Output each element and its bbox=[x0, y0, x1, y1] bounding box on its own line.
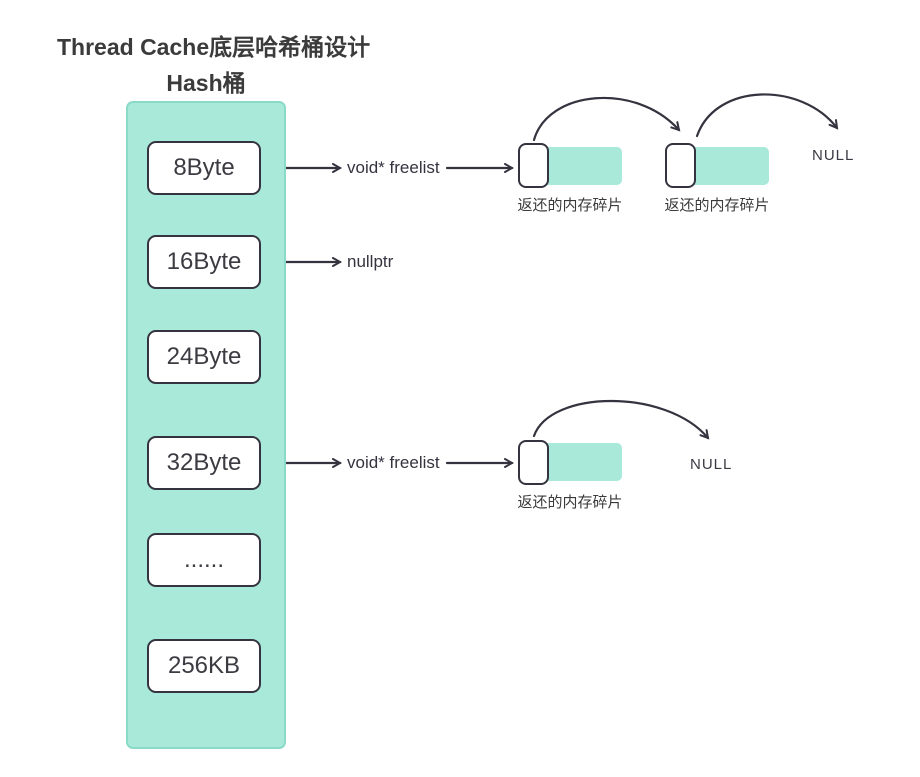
bucket-slot-256kb: 256KB bbox=[147, 639, 261, 693]
freelist-label-8byte: void* freelist bbox=[347, 158, 440, 177]
freelist-label-32byte: void* freelist bbox=[347, 453, 440, 472]
nullptr-label-16byte: nullptr bbox=[347, 252, 394, 271]
chunk1-pointer-box bbox=[518, 143, 549, 188]
null-terminator-row2: NULL bbox=[690, 456, 733, 473]
arc-chunk3-to-null bbox=[532, 399, 710, 440]
chunk2-pointer-box bbox=[665, 143, 696, 188]
bucket-slot-8byte: 8Byte bbox=[147, 141, 261, 195]
chunk3-memory-block bbox=[540, 443, 622, 481]
bucket-slot-16byte: 16Byte bbox=[147, 235, 261, 289]
null-terminator-row1: NULL bbox=[812, 147, 855, 164]
chunk3-pointer-box bbox=[518, 440, 549, 485]
chunk3-label: 返还的内存碎片 bbox=[517, 494, 623, 511]
chunk1-memory-block bbox=[540, 147, 622, 185]
arc-chunk1-to-chunk2 bbox=[532, 96, 681, 142]
chunk2-label: 返还的内存碎片 bbox=[664, 197, 770, 214]
bucket-slot-ellipsis: ...... bbox=[147, 533, 261, 587]
bucket-slot-24byte: 24Byte bbox=[147, 330, 261, 384]
hash-bucket-label: Hash桶 bbox=[166, 70, 246, 96]
bucket-slot-32byte: 32Byte bbox=[147, 436, 261, 490]
chunk2-memory-block bbox=[687, 147, 769, 185]
chunk1-label: 返还的内存碎片 bbox=[517, 197, 623, 214]
diagram-title: Thread Cache底层哈希桶设计 bbox=[57, 34, 371, 60]
arc-chunk2-to-null bbox=[695, 93, 839, 138]
